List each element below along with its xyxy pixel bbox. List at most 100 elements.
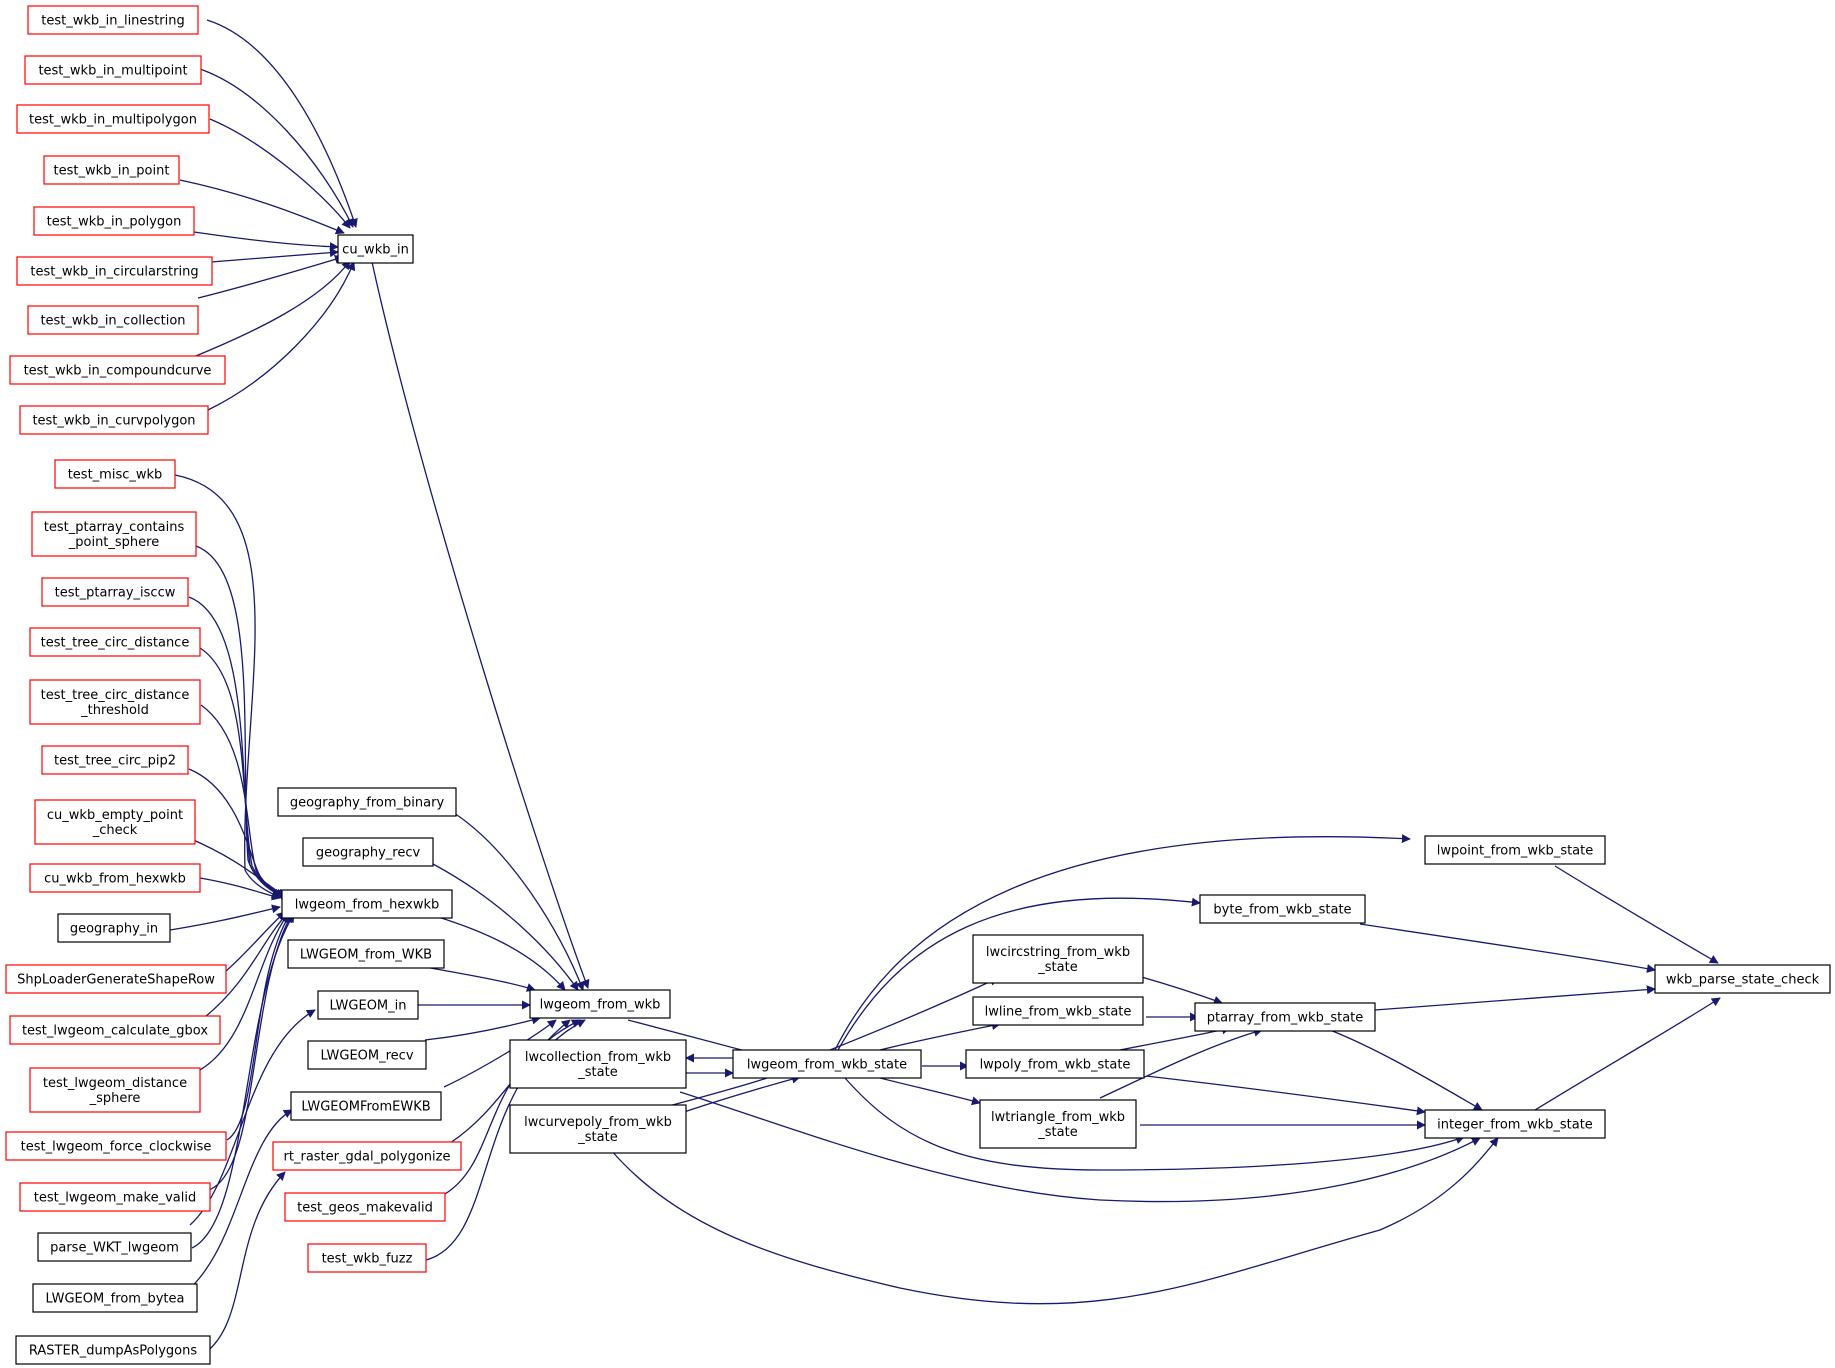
- function-node[interactable]: test_lwgeom_distance_sphere: [29, 1067, 201, 1113]
- function-node[interactable]: parse_WKT_lwgeom: [37, 1232, 192, 1262]
- node-box: [19, 405, 209, 435]
- edge: [204, 1171, 286, 1354]
- function-node[interactable]: test_lwgeom_calculate_gbox: [9, 1015, 221, 1045]
- function-node[interactable]: test_misc_wkb: [54, 459, 176, 489]
- function-node[interactable]: lwcurvepoly_from_wkb_state: [509, 1104, 687, 1154]
- function-node[interactable]: ShpLoaderGenerateShapeRow: [5, 964, 227, 994]
- node-box: [57, 913, 171, 943]
- node-label: rt_raster_gdal_polygonize: [284, 1150, 451, 1165]
- node-label: lwgeom_from_wkb: [540, 998, 661, 1013]
- node-box: [972, 934, 1144, 984]
- edge: [371, 261, 590, 989]
- function-node[interactable]: test_wkb_fuzz: [307, 1243, 427, 1273]
- function-node[interactable]: test_wkb_in_multipoint: [24, 55, 202, 85]
- function-node[interactable]: wkb_parse_state_check: [1654, 964, 1831, 994]
- function-node[interactable]: LWGEOM_from_bytea: [32, 1283, 198, 1313]
- node-box: [1424, 1109, 1606, 1139]
- function-node[interactable]: test_wkb_in_linestring: [27, 5, 199, 35]
- function-node[interactable]: lwline_from_wkb_state: [972, 996, 1144, 1026]
- function-node[interactable]: test_tree_circ_pip2: [41, 745, 189, 775]
- function-node[interactable]: test_tree_circ_distance_threshold: [29, 679, 201, 725]
- edge: [199, 877, 281, 901]
- function-node[interactable]: LWGEOM_in: [317, 990, 419, 1020]
- node-label: test_lwgeom_make_valid: [34, 1191, 196, 1206]
- function-node[interactable]: lwtriangle_from_wkb_state: [979, 1099, 1137, 1149]
- function-node[interactable]: test_wkb_in_curvpolygon: [19, 405, 209, 435]
- node-box: [19, 1182, 211, 1212]
- node-label: test_wkb_in_collection: [40, 314, 185, 329]
- function-node[interactable]: geography_in: [57, 913, 171, 943]
- function-node[interactable]: test_wkb_in_circularstring: [16, 256, 213, 286]
- function-node[interactable]: LWGEOM_from_WKB: [287, 939, 445, 969]
- function-node[interactable]: cu_wkb_in: [337, 234, 414, 264]
- edge: [1534, 997, 1721, 1111]
- edge: [169, 904, 281, 931]
- function-node[interactable]: geography_from_binary: [277, 787, 457, 817]
- node-box: [302, 837, 434, 867]
- function-node[interactable]: test_geos_makevalid: [284, 1192, 446, 1222]
- node-label: lwcurvepoly_from_wkb: [524, 1115, 672, 1130]
- node-label: _state: [1037, 1125, 1077, 1140]
- node-box: [1194, 1002, 1376, 1032]
- function-node[interactable]: test_wkb_in_collection: [27, 305, 199, 335]
- function-node[interactable]: test_wkb_in_compoundcurve: [9, 355, 226, 385]
- function-node[interactable]: LWGEOM_recv: [307, 1040, 427, 1070]
- function-node[interactable]: test_wkb_in_polygon: [33, 206, 195, 236]
- function-node[interactable]: test_wkb_in_point: [43, 155, 180, 185]
- function-node[interactable]: test_ptarray_contains_point_sphere: [31, 511, 197, 557]
- function-node[interactable]: test_lwgeom_force_clockwise: [5, 1131, 227, 1161]
- node-box: [287, 939, 445, 969]
- node-label: byte_from_wkb_state: [1213, 903, 1351, 918]
- function-node[interactable]: lwcollection_from_wkb_state: [509, 1039, 687, 1089]
- function-node[interactable]: lwgeom_from_wkb_state: [732, 1049, 922, 1079]
- node-label: lwtriangle_from_wkb: [991, 1110, 1125, 1125]
- function-node[interactable]: lwcircstring_from_wkb_state: [972, 934, 1144, 984]
- node-label: cu_wkb_in: [342, 243, 409, 258]
- node-box: [337, 234, 414, 264]
- node-box: [33, 206, 195, 236]
- function-node[interactable]: geography_recv: [302, 837, 434, 867]
- edge: [453, 812, 585, 991]
- node-box: [307, 1040, 427, 1070]
- node-box: [41, 577, 189, 607]
- function-node[interactable]: test_lwgeom_make_valid: [19, 1182, 211, 1212]
- function-node[interactable]: RASTER_dumpAsPolygons: [15, 1335, 211, 1365]
- function-node[interactable]: cu_wkb_from_hexwkb: [29, 863, 201, 893]
- node-label: test_tree_circ_distance: [41, 688, 190, 703]
- node-box: [16, 256, 213, 286]
- function-node[interactable]: LWGEOMFromEWKB: [290, 1091, 442, 1121]
- node-label: LWGEOM_in: [330, 999, 407, 1014]
- edge: [191, 913, 295, 1249]
- function-node[interactable]: lwpoint_from_wkb_state: [1424, 835, 1606, 865]
- function-node[interactable]: test_ptarray_isccw: [41, 577, 189, 607]
- function-node[interactable]: lwpoly_from_wkb_state: [965, 1049, 1145, 1079]
- edge: [609, 1137, 1499, 1305]
- function-node[interactable]: cu_wkb_empty_point_check: [34, 799, 196, 845]
- function-node[interactable]: lwgeom_from_hexwkb: [281, 889, 453, 919]
- node-label: test_lwgeom_calculate_gbox: [22, 1024, 208, 1039]
- function-node[interactable]: ptarray_from_wkb_state: [1194, 1002, 1376, 1032]
- edge: [829, 977, 999, 1051]
- edge: [195, 545, 283, 897]
- node-label: test_wkb_in_multipoint: [38, 64, 187, 79]
- function-node[interactable]: test_tree_circ_distance: [29, 627, 201, 657]
- edge: [1359, 923, 1656, 973]
- edge: [209, 118, 351, 229]
- edge: [226, 913, 291, 1141]
- node-label: RASTER_dumpAsPolygons: [29, 1344, 197, 1359]
- edge: [185, 260, 351, 361]
- edge: [679, 1091, 1481, 1203]
- node-label: integer_from_wkb_state: [1437, 1118, 1593, 1133]
- node-label: parse_WKT_lwgeom: [50, 1241, 179, 1256]
- function-node[interactable]: test_wkb_in_multipolygon: [16, 104, 210, 134]
- edge: [1137, 975, 1223, 1005]
- function-node[interactable]: integer_from_wkb_state: [1424, 1109, 1606, 1139]
- function-node[interactable]: rt_raster_gdal_polygonize: [272, 1141, 462, 1171]
- node-box: [34, 799, 196, 845]
- function-node[interactable]: lwgeom_from_wkb: [529, 989, 671, 1019]
- function-node[interactable]: byte_from_wkb_state: [1199, 894, 1366, 924]
- node-box: [29, 863, 201, 893]
- edge: [199, 68, 354, 228]
- node-box: [732, 1049, 922, 1079]
- node-label: test_wkb_in_multipolygon: [29, 113, 197, 128]
